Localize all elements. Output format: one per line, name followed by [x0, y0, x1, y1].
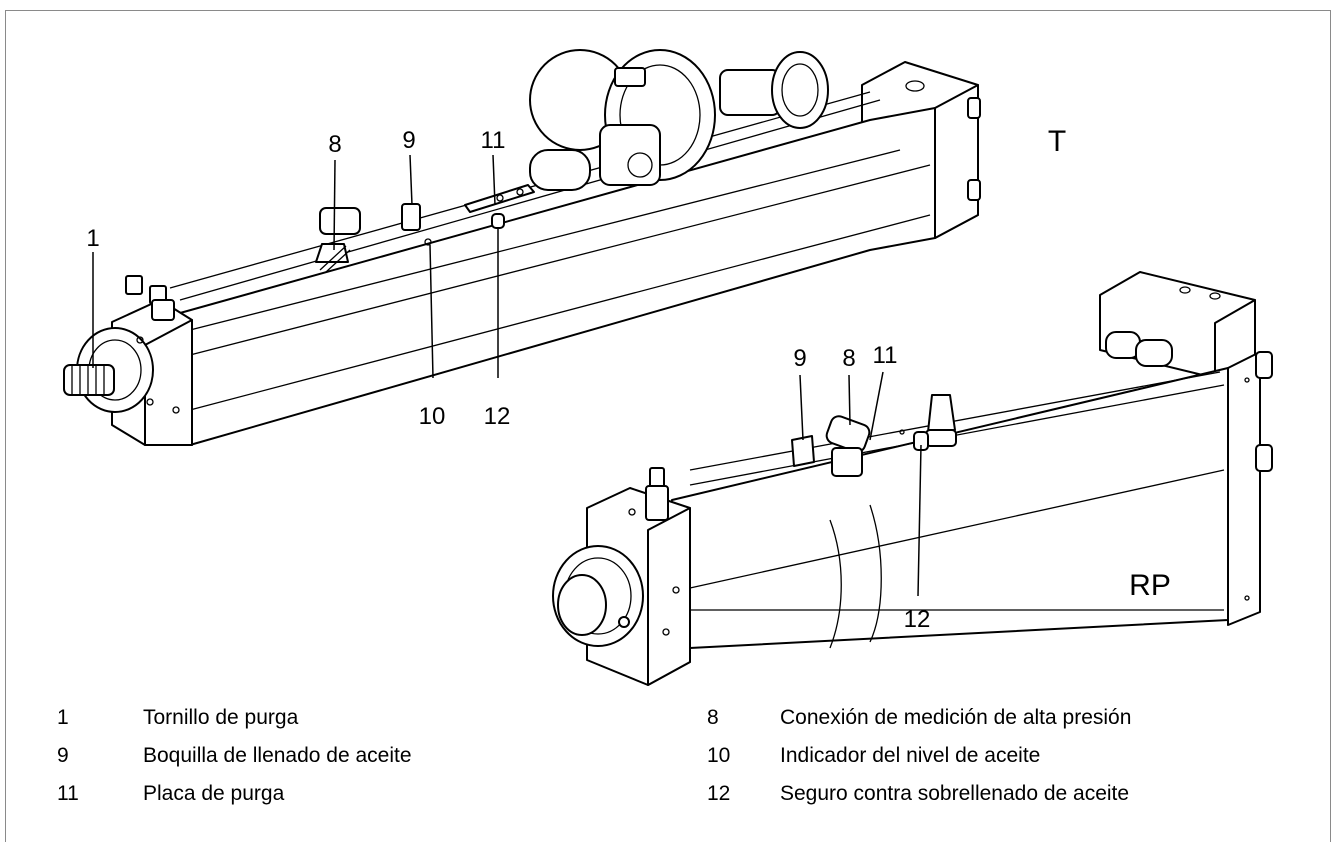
legend-text: Conexión de medición de alta presión [780, 706, 1132, 729]
cylinder-t-leaders [92, 154, 499, 379]
legend-text: Seguro contra sobrellenado de aceite [780, 782, 1130, 805]
legend-text: Indicador del nivel de aceite [780, 744, 1041, 767]
callout-t-8: 8 [328, 131, 341, 158]
legend-number: 8 [707, 706, 719, 729]
callout-rp-12: 12 [904, 606, 931, 633]
legend-number: 1 [57, 706, 69, 729]
legend-number: 9 [57, 744, 69, 767]
callout-t-1: 1 [86, 225, 99, 252]
cylinder-rp-illustration [552, 271, 1273, 686]
cylinder-rp-leaders [799, 371, 922, 597]
variant-label-t: T [1048, 125, 1066, 158]
variant-label-rp: RP [1129, 569, 1171, 602]
frame-top-border [5, 10, 1331, 11]
callout-rp-11: 11 [873, 342, 898, 369]
frame-left-border [5, 10, 6, 842]
callout-t-9: 9 [402, 127, 415, 154]
legend-text: Placa de purga [143, 782, 285, 805]
legend-text: Boquilla de llenado de aceite [143, 744, 412, 767]
callout-t-11: 11 [481, 127, 506, 154]
callout-rp-8: 8 [842, 345, 855, 372]
callout-t-12: 12 [484, 403, 511, 430]
legend-number: 10 [707, 744, 731, 767]
legend-text: Tornillo de purga [143, 706, 299, 729]
callout-rp-9: 9 [793, 345, 806, 372]
callout-t-10: 10 [419, 403, 446, 430]
frame-right-border [1330, 10, 1331, 842]
cylinder-t-illustration [63, 49, 981, 446]
legend-number: 11 [57, 782, 79, 805]
legend-number: 12 [707, 782, 731, 805]
